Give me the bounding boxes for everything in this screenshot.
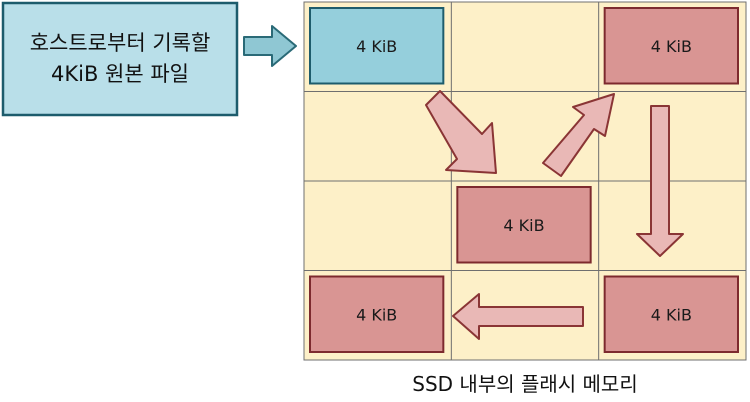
block-label: 4 KiB [503, 216, 544, 235]
block-label: 4 KiB [651, 305, 692, 324]
block-rect [309, 7, 445, 85]
block-rect [603, 7, 740, 85]
arrow-down-icon [636, 105, 684, 257]
host-file-box [1, 1, 239, 117]
data-block-r0c2: 4 KiB [603, 7, 740, 85]
block-rect [603, 275, 740, 353]
data-block-source: 4 KiB [309, 7, 445, 85]
arrow-diagonal-up-icon [542, 93, 615, 177]
flash-memory-caption: SSD 내부의 플래시 메모리 [412, 372, 638, 396]
data-block-r2c1: 4 KiB [456, 186, 592, 264]
copy-flow-arrows [425, 90, 684, 340]
data-block-r3c0: 4 KiB [309, 275, 445, 353]
data-block-r3c2: 4 KiB [603, 275, 740, 353]
data-blocks: 4 KiB 4 KiB 4 KiB 4 KiB 4 KiB [309, 7, 740, 353]
block-label: 4 KiB [356, 37, 397, 56]
block-label: 4 KiB [356, 305, 397, 324]
block-rect [456, 186, 592, 264]
block-label: 4 KiB [651, 37, 692, 56]
arrow-left-icon [452, 293, 584, 340]
block-rect [309, 275, 445, 353]
arrow-diagonal-down-icon [425, 90, 497, 174]
input-arrow-icon [243, 25, 297, 67]
